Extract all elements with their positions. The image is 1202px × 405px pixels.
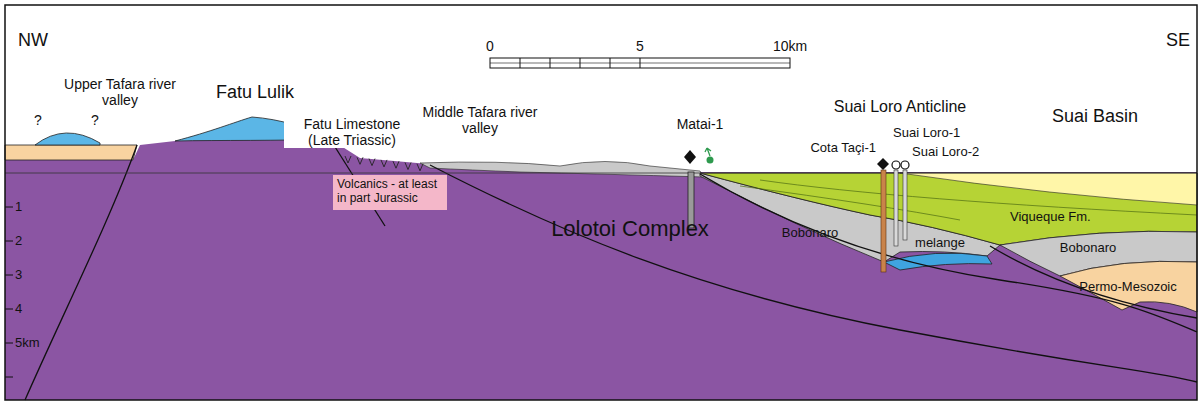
well-symbol bbox=[892, 161, 900, 169]
label: Bobonaro bbox=[1060, 241, 1116, 256]
label: Suai Loro Anticline bbox=[834, 98, 967, 116]
permo-mesozoic-left bbox=[5, 145, 137, 160]
bedding bbox=[740, 186, 960, 220]
label: Suai Loro-1 bbox=[893, 126, 960, 141]
label: Fatu Limestone (Late Triassic) bbox=[284, 116, 420, 148]
well-cota-taci bbox=[881, 170, 886, 272]
volcanics-box: Volcanics - at least in part Jurassic bbox=[333, 175, 447, 210]
label: Permo-Mesozoic bbox=[1079, 280, 1177, 295]
label: Suai Basin bbox=[1052, 106, 1138, 127]
label: Lolotoi Complex bbox=[551, 216, 709, 241]
well-suai-loro-2 bbox=[903, 170, 907, 240]
label: 3 bbox=[15, 268, 22, 283]
label: Suai Loro-2 bbox=[912, 145, 979, 160]
label: 5 bbox=[636, 38, 644, 54]
lolotoi-complex bbox=[5, 139, 1197, 400]
bobonaro-surface bbox=[420, 162, 704, 178]
label: ? bbox=[34, 112, 42, 128]
label: 4 bbox=[15, 302, 22, 317]
scale-bar bbox=[490, 58, 790, 68]
frame bbox=[5, 5, 1197, 400]
well-suai-loro-1 bbox=[894, 170, 898, 246]
well-symbol bbox=[901, 161, 909, 169]
oil-show-symbol bbox=[705, 148, 711, 156]
label: Fatu Lulik bbox=[216, 82, 294, 103]
well-symbol bbox=[684, 150, 696, 164]
sea-level-line bbox=[5, 173, 1197, 174]
fault-lines bbox=[25, 139, 1197, 400]
label: Viqueque Fm. bbox=[1010, 210, 1091, 225]
label: SE bbox=[1166, 30, 1190, 51]
label: Cota Taçi-1 bbox=[810, 141, 876, 156]
label: 2 bbox=[15, 234, 22, 249]
node-text: Volcanics - at least in part Jurassic bbox=[337, 177, 443, 206]
well-symbol bbox=[877, 158, 889, 170]
label: melange bbox=[915, 236, 965, 251]
oil-show-symbol bbox=[707, 157, 714, 164]
label: NW bbox=[18, 30, 48, 51]
permo-mesozoic-right bbox=[1060, 261, 1197, 312]
volcanic-marks bbox=[345, 156, 423, 171]
label: 1 bbox=[15, 200, 22, 215]
depth-ticks bbox=[5, 207, 13, 377]
limestone-lens bbox=[884, 253, 992, 270]
label: 10km bbox=[773, 38, 807, 54]
label: Bobonaro bbox=[782, 226, 838, 241]
label: Middle Tafara river valley bbox=[415, 104, 545, 136]
label: Upper Tafara river valley bbox=[64, 76, 176, 108]
label: ? bbox=[91, 112, 99, 128]
label: 5km bbox=[15, 336, 40, 351]
bedding bbox=[760, 180, 1197, 215]
label: Matai-1 bbox=[677, 116, 724, 132]
young-cover bbox=[900, 173, 1197, 205]
limestone-hill-left bbox=[35, 133, 100, 145]
label: 0 bbox=[486, 38, 494, 54]
